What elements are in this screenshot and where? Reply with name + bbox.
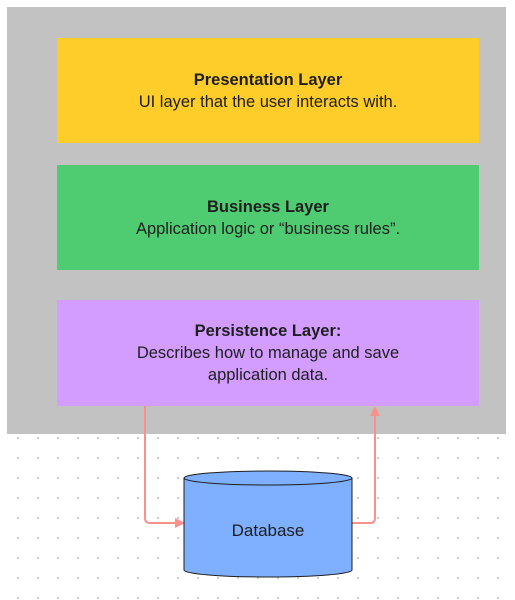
business-layer-title: Business Layer xyxy=(207,197,329,216)
business-layer-description: Application logic or “business rules”. xyxy=(135,219,401,238)
persistence-layer: Persistence Layer: Describes how to mana… xyxy=(57,300,479,406)
presentation-layer-description: UI layer that the user interacts with. xyxy=(138,92,398,111)
database-cylinder xyxy=(183,470,353,578)
presentation-layer-title: Presentation Layer xyxy=(193,70,343,89)
persistence-layer-description: Describes how to manage and save applica… xyxy=(136,344,400,384)
arrow-database-to-persistence xyxy=(352,406,380,524)
arrow-persistence-to-database xyxy=(144,406,185,528)
persistence-layer-title: Persistence Layer: xyxy=(194,322,342,340)
database-label: Database xyxy=(231,521,305,540)
presentation-layer: Presentation Layer UI layer that the use… xyxy=(57,38,479,143)
business-layer: Business Layer Application logic or “bus… xyxy=(57,165,479,270)
